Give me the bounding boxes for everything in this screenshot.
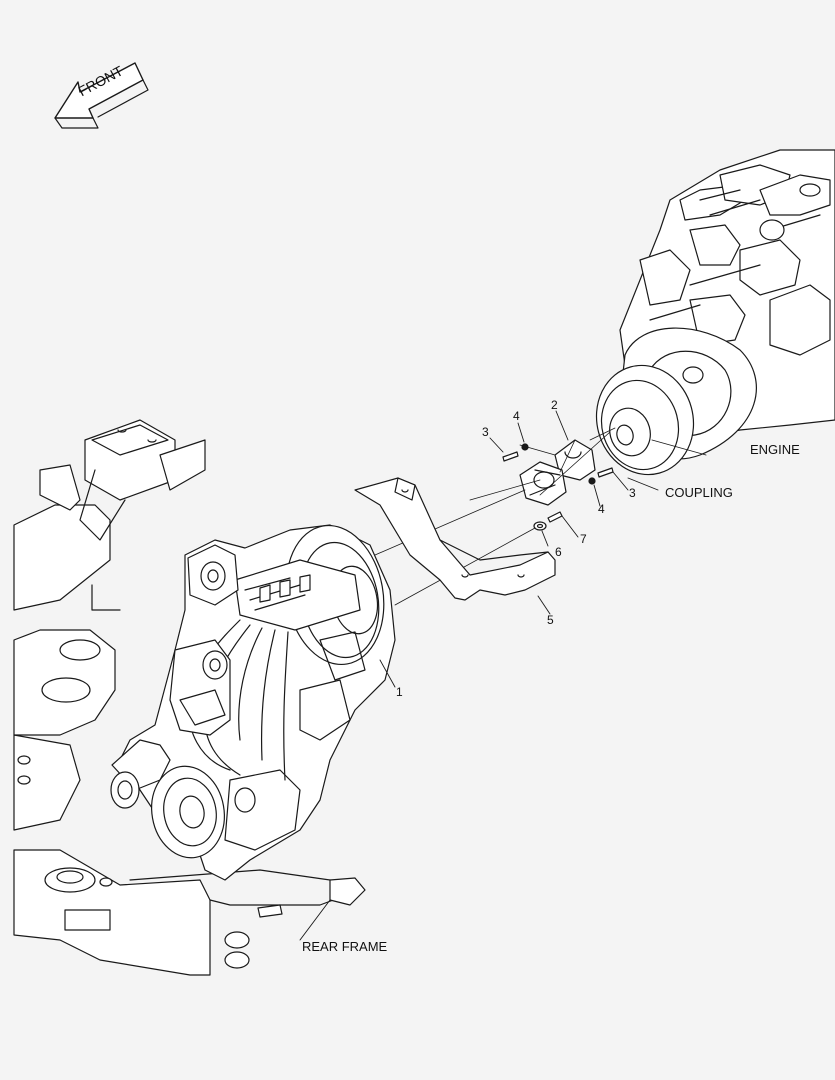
callout-7: 7 [580,532,587,546]
callout-4-lower: 4 [598,502,605,516]
callout-2: 2 [551,398,558,412]
callout-6: 6 [555,545,562,559]
engine-label: ENGINE [750,442,800,457]
mount-bracket-drawing [354,477,556,601]
callout-5: 5 [547,613,554,627]
rear-frame-label: REAR FRAME [302,939,388,954]
callout-1: 1 [396,685,403,699]
coupling-parts-drawing [374,427,616,606]
leader-lines [299,410,707,941]
rear-frame-drawing [13,419,366,976]
engine-drawing [595,149,835,476]
front-arrow-icon [54,62,149,129]
callout-4-upper: 4 [513,409,520,423]
callout-3-upper: 3 [482,425,489,439]
transmission-drawing [110,524,396,881]
coupling-label: COUPLING [665,485,733,500]
callout-3-lower: 3 [629,486,636,500]
